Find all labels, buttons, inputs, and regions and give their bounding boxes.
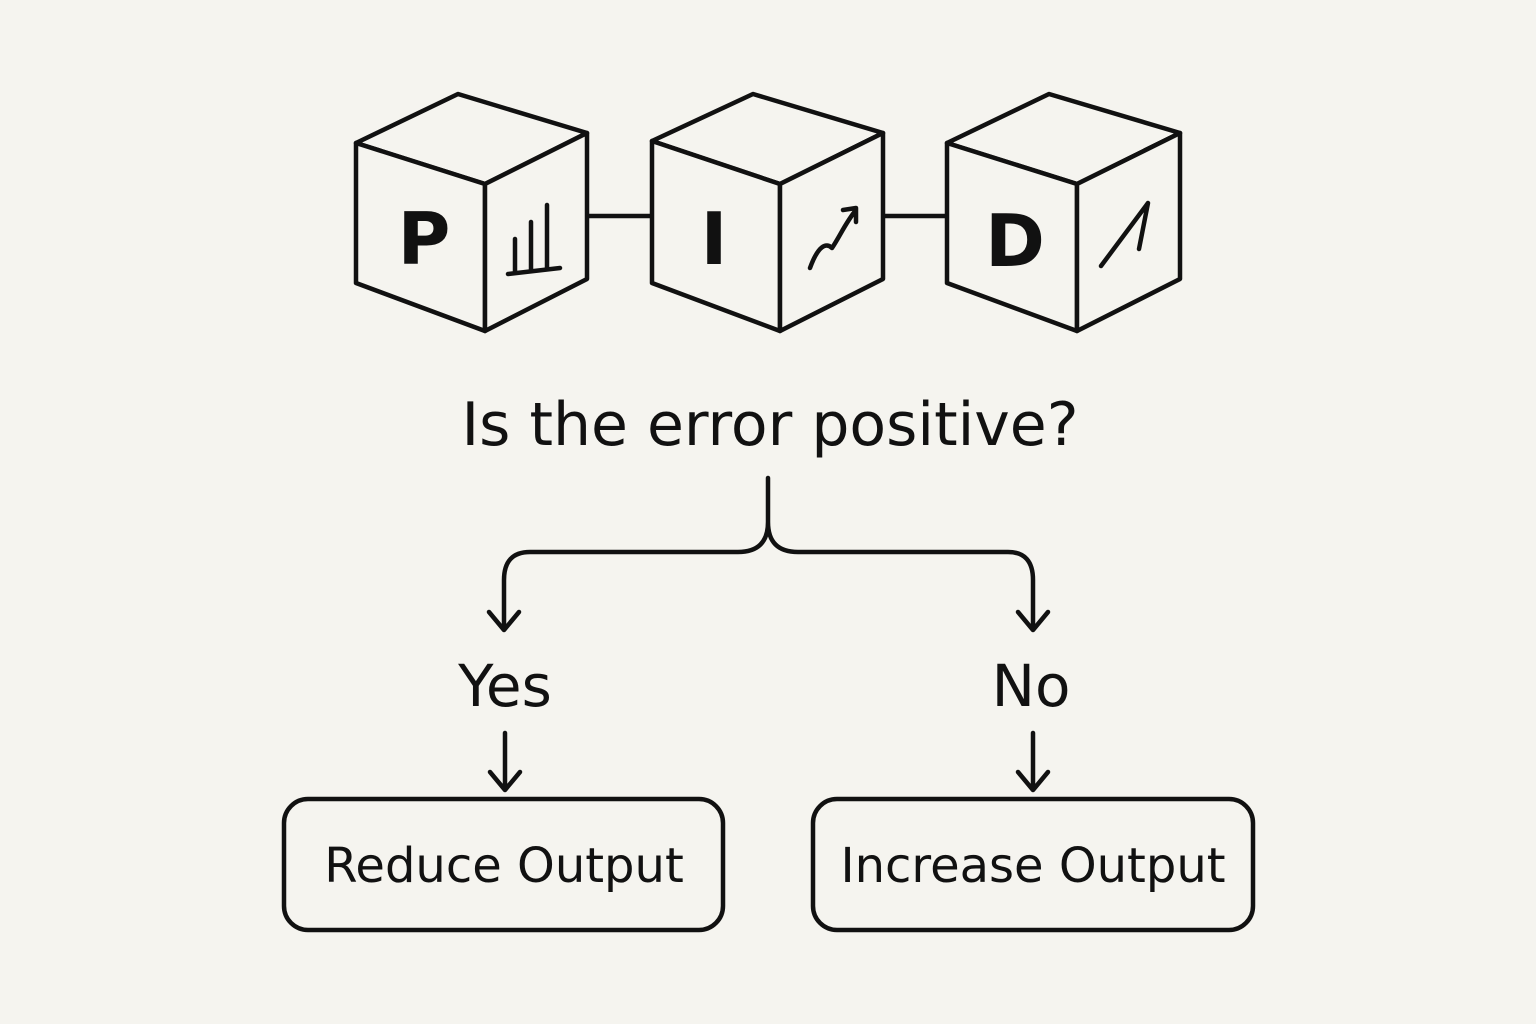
curve-arrow-icon	[807, 205, 859, 271]
block-d-letter: D	[985, 199, 1045, 283]
block-p-side	[482, 130, 590, 334]
reduce-output-label: Reduce Output	[324, 838, 684, 894]
no-label: No	[992, 652, 1071, 720]
increase-output-box	[810, 796, 1256, 933]
block-p-letter: P	[398, 197, 451, 281]
arrow-no-to-increase	[1015, 730, 1051, 793]
arrow-to-yes	[486, 609, 522, 633]
branch-connector	[501, 475, 1036, 631]
block-i-letter: I	[701, 197, 728, 281]
block-i: I	[649, 91, 886, 334]
bars-step-icon	[505, 202, 563, 277]
block-p: P	[353, 91, 590, 334]
block-d: D	[944, 91, 1183, 334]
question-text: Is the error positive?	[461, 390, 1078, 460]
arrow-to-no	[1015, 609, 1051, 633]
increase-output-label: Increase Output	[840, 838, 1225, 894]
yes-label: Yes	[457, 652, 552, 720]
arrow-yes-to-reduce	[487, 730, 523, 793]
reduce-output-box	[281, 796, 726, 933]
block-i-side	[777, 130, 886, 334]
slope-line-icon	[1098, 200, 1151, 269]
